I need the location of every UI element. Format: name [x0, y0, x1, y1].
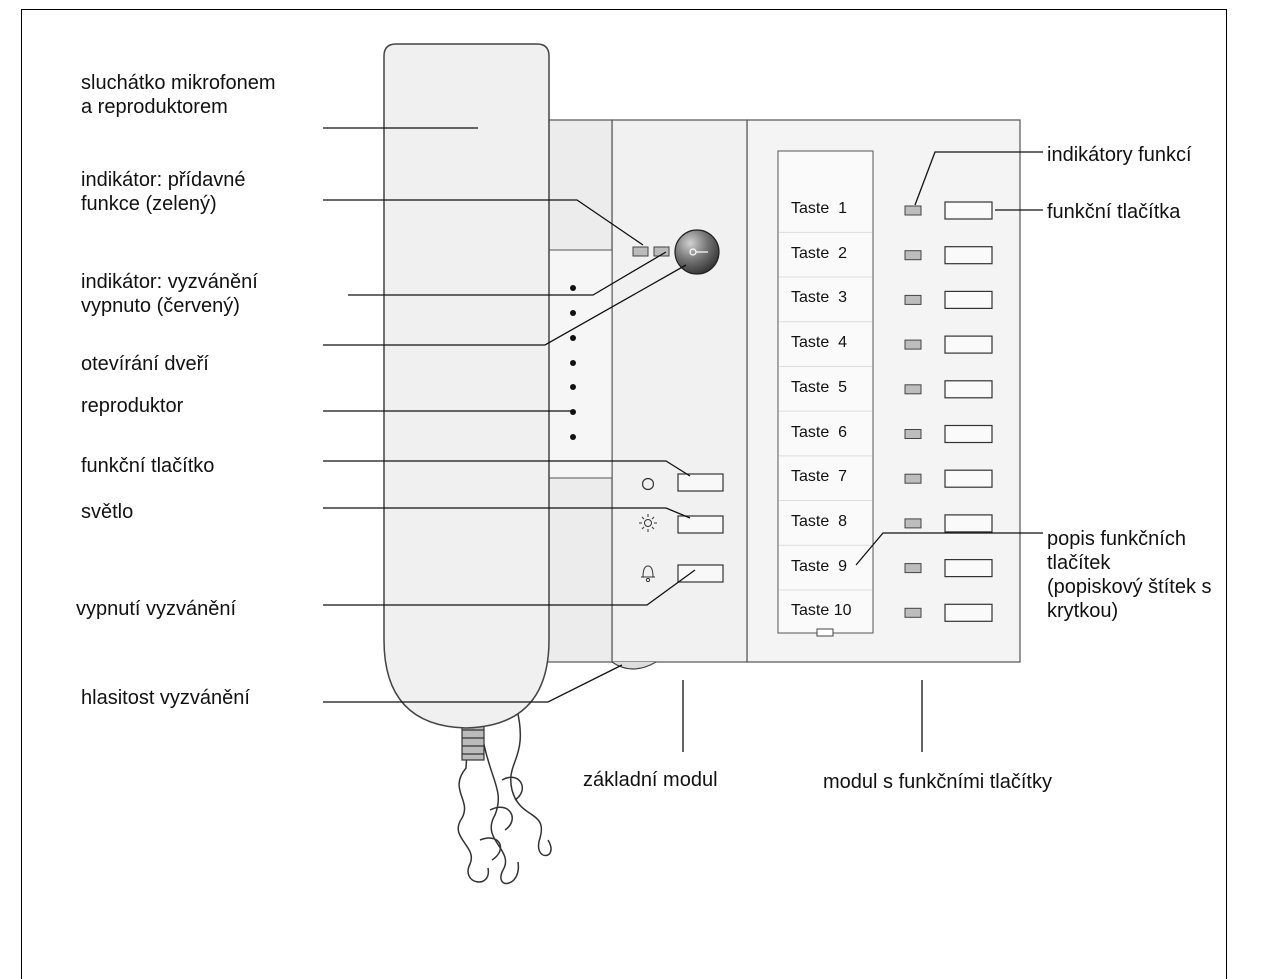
function-key-button[interactable]	[944, 469, 993, 488]
key-label: Taste 6	[791, 423, 848, 441]
function-indicator-led	[904, 429, 922, 439]
function-indicator-led	[904, 339, 922, 350]
label-ring-volume: hlasitost vyzvánění	[81, 687, 250, 709]
cord-connector	[461, 721, 485, 761]
function-key-button[interactable]	[944, 558, 993, 578]
ring-volume-wheel[interactable]	[611, 661, 657, 670]
function-key-button[interactable]	[944, 246, 993, 265]
label-indicator-ring: indikátor: vyzvánění vypnuto (červený)	[81, 271, 258, 317]
label-description: popis funkčních tlačítek (popiskový štít…	[1047, 528, 1212, 622]
function-key-button[interactable]	[944, 290, 993, 309]
label-function-button: funkční tlačítko	[81, 455, 215, 477]
label-strip-tab[interactable]	[816, 628, 834, 637]
key-icon	[689, 248, 708, 256]
leader-lines	[323, 127, 1043, 752]
sun-icon	[639, 514, 657, 532]
label-function-indicators: indikátory funkcí	[1047, 144, 1192, 166]
bell-icon	[641, 565, 655, 583]
label-speaker: reproduktor	[81, 395, 184, 417]
key-label: Taste 3	[791, 289, 848, 307]
key-label: Taste 2	[791, 244, 848, 262]
function-indicator-led	[904, 384, 922, 395]
function-key-button[interactable]	[944, 603, 993, 622]
label-function-buttons: funkční tlačítka	[1047, 201, 1181, 223]
function-indicator-led	[904, 518, 922, 529]
function-indicator-led	[904, 205, 922, 216]
function-indicator-led	[904, 563, 922, 574]
function-key-button[interactable]	[944, 335, 993, 354]
label-strip	[777, 150, 874, 634]
key-label: Taste 4	[791, 334, 848, 352]
key-label: Taste 5	[791, 378, 848, 396]
label-base-module: základní modul	[583, 769, 718, 791]
diagram-frame	[21, 9, 1227, 979]
label-handset: sluchátko mikrofonem a reproduktorem	[81, 72, 276, 118]
label-ring-off: vypnutí vyzvánění	[76, 598, 237, 620]
function-button[interactable]	[677, 473, 724, 492]
function-key-button[interactable]	[944, 514, 993, 533]
function-key-button[interactable]	[944, 424, 993, 444]
circle-icon	[641, 477, 655, 491]
label-door-open: otevírání dveří	[81, 353, 209, 375]
function-key-button[interactable]	[944, 201, 993, 220]
key-label: Taste 1	[791, 200, 848, 217]
function-indicator-led	[904, 250, 922, 261]
label-indicator-extra: indikátor: přídavné funkce (zelený)	[81, 169, 246, 215]
key-label: Taste 8	[791, 512, 848, 530]
indicator-ring-led	[653, 246, 670, 257]
label-function-module: modul s funkčními tlačítky	[823, 771, 1052, 793]
light-button[interactable]	[677, 515, 724, 534]
function-indicator-led	[904, 607, 922, 618]
indicator-extra-led	[632, 246, 649, 257]
handset	[383, 43, 550, 729]
ring-off-button[interactable]	[677, 564, 724, 583]
key-label: Taste 7	[791, 468, 848, 486]
function-indicator-led	[904, 294, 922, 305]
key-label: Taste 9	[791, 557, 848, 575]
key-label: Taste 10	[791, 602, 852, 620]
function-key-button[interactable]	[944, 380, 993, 399]
label-light: světlo	[81, 501, 134, 523]
function-indicator-led	[904, 473, 922, 484]
speaker-panel	[547, 249, 613, 479]
coiled-cord	[457, 704, 552, 885]
speaker-grille	[570, 285, 576, 440]
